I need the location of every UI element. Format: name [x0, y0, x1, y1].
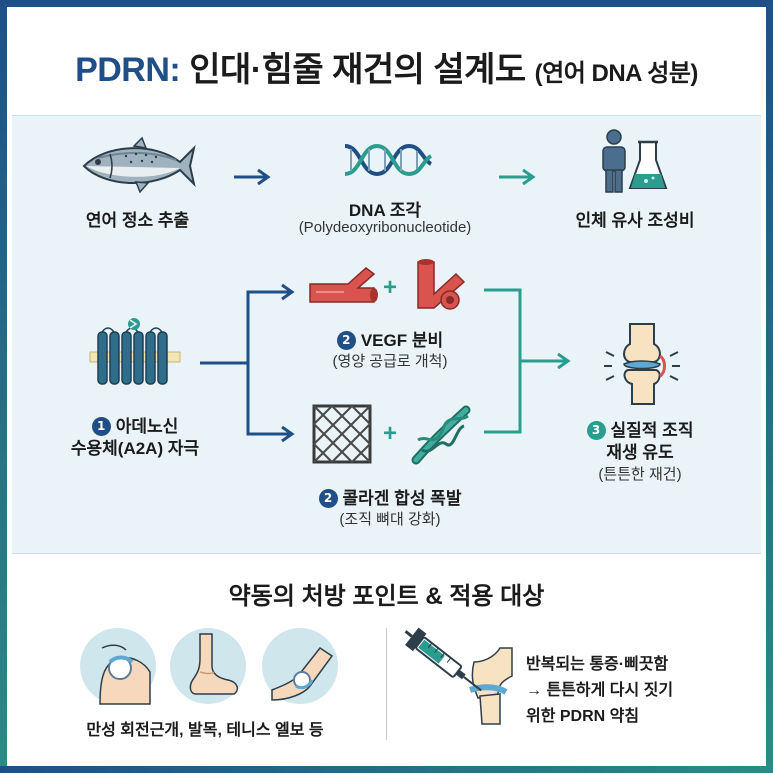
plus-sign-1: + — [382, 274, 397, 301]
regen-label-2: 재생 유도 — [606, 443, 674, 462]
receptor-icon — [89, 318, 181, 385]
shoulder-icon — [99, 644, 151, 705]
title-main: 인대·힘줄 재건의 설계도 — [180, 51, 535, 89]
frame-left-edge — [0, 0, 7, 773]
regen-badge: 3 — [586, 421, 606, 440]
collagen-fiber-icon — [411, 405, 471, 465]
rx-line2: → 튼튼하게 다시 짓기 — [526, 682, 674, 699]
foot-icon — [189, 633, 239, 695]
collagen-badge: 2 — [318, 489, 338, 508]
plus-sign-2: + — [382, 420, 397, 447]
syringe-icon — [404, 627, 513, 725]
title-sub: (연어 DNA 성분) — [534, 60, 699, 87]
vegf-text: VEGF 분비 — [360, 331, 444, 350]
salmon-icon — [82, 136, 196, 194]
regen-line1: 실질적 조직 — [610, 421, 694, 440]
regen-sub-label: (튼튼한 재건) — [598, 466, 682, 483]
collagen-text: 콜라겐 합성 폭발 — [342, 489, 462, 508]
receptor-label-2: 수용체(A2A) 자극 — [70, 439, 200, 458]
prescription-title: 약동의 처방 포인트 & 적용 대상 — [228, 583, 545, 610]
receptor-badge: 1 — [91, 417, 111, 436]
vegf-sub-label: (영양 공급로 개척) — [332, 353, 448, 370]
collagen-mesh-icon — [312, 404, 372, 464]
frame-right-edge — [766, 0, 773, 773]
page-title: PDRN: 인대·힘줄 재건의 설계도 (연어 DNA 성분) — [0, 42, 773, 91]
bottom-divider — [386, 628, 387, 740]
collagen-sub-label: (조직 뼈대 강화) — [339, 511, 441, 528]
human-label: 인체 유사 조성비 — [575, 211, 695, 230]
knee-joint-icon — [604, 323, 680, 405]
dna-sub-label: (Polydeoxyribonucleotide) — [298, 219, 472, 236]
blood-vessel-cross-icon — [417, 259, 466, 310]
title-accent: PDRN: — [75, 51, 181, 89]
salmon-label: 연어 정소 추출 — [85, 211, 190, 230]
dna-icon — [344, 143, 433, 177]
rx-line1: 반복되는 통증·삐끗함 — [526, 656, 669, 673]
arrow-dna-to-human — [499, 168, 536, 186]
receptor-line1: 아데노신 — [115, 417, 179, 436]
arrow-salmon-to-dna — [234, 168, 271, 186]
frame-bottom-edge — [0, 766, 773, 773]
vegf-badge: 2 — [336, 331, 356, 350]
targets-label: 만성 회전근개, 발목, 테니스 엘보 등 — [86, 722, 324, 739]
blood-vessel-icon — [309, 267, 378, 303]
rx-line3: 위한 PDRN 약침 — [526, 708, 640, 725]
dna-label: DNA 조각 — [348, 201, 422, 220]
elbow-icon — [271, 646, 334, 701]
human-flask-icon — [602, 129, 668, 193]
